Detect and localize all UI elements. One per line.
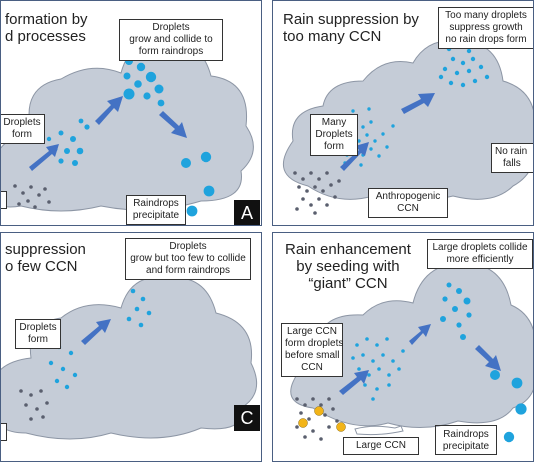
- droplets: [351, 282, 527, 443]
- panel-a-drawing: [1, 39, 254, 217]
- panel-d-bottom-label: Large CCN: [343, 437, 419, 455]
- cloud: [1, 276, 258, 440]
- panel-b-left-label: Many Droplets form: [310, 114, 358, 156]
- panel-c-letter: C: [234, 405, 260, 431]
- panel-d-drawing: [290, 262, 533, 443]
- cloud: [1, 39, 254, 212]
- panel-a-letter: A: [234, 200, 260, 225]
- panel-d: Rain enhancement by seeding with “giant”…: [272, 232, 534, 462]
- panel-c: suppression o few CCN Droplets grow but …: [0, 232, 262, 462]
- ccn-particles: [293, 171, 341, 215]
- panel-d-top-label: Large droplets collide more efficiently: [427, 239, 533, 269]
- panel-b: Rain suppression by too many CCN Too man…: [272, 0, 534, 226]
- panel-a-top-label: Droplets grow and collide to form raindr…: [119, 19, 223, 61]
- panel-c-drawing: [1, 276, 258, 440]
- panel-b-bottom-label: Anthropogenic CCN: [368, 188, 448, 218]
- panel-a-left-label: Droplets form: [1, 114, 45, 144]
- panel-c-left-label: Droplets form: [15, 319, 61, 349]
- airplane-icon: [354, 425, 404, 436]
- panel-c-edge-box: [1, 423, 7, 441]
- flow-arrows: [340, 93, 435, 171]
- ccn-particles: [19, 389, 49, 421]
- panel-c-top-label: Droplets grow but too few to collide and…: [125, 238, 251, 280]
- panel-a-bottom-label: Raindrops precipitate: [126, 195, 186, 225]
- flow-arrows: [29, 96, 187, 171]
- droplets: [329, 42, 490, 167]
- ccn-particles: [295, 397, 339, 441]
- panel-b-top-label: Too many droplets suppress growth no rai…: [438, 7, 533, 49]
- panel-c-title: suppression o few CCN: [5, 241, 86, 275]
- panel-d-right-label: Raindrops precipitate: [442, 429, 490, 452]
- panel-a-edge-box: [1, 191, 7, 209]
- flow-arrows: [81, 319, 111, 345]
- flow-arrows: [339, 324, 501, 395]
- panel-a: formation by d processes Droplets grow a…: [0, 0, 262, 226]
- panel-d-left-label: Large CCN form droplets before small CCN: [281, 323, 343, 377]
- panel-b-right-label: No rain falls: [491, 143, 533, 173]
- panel-b-title: Rain suppression by too many CCN: [283, 11, 419, 45]
- ccn-particles: [13, 184, 51, 209]
- panel-d-title: Rain enhancement by seeding with “giant”…: [285, 241, 411, 292]
- panel-a-title: formation by d processes: [5, 11, 88, 45]
- giant-ccn: [298, 406, 346, 432]
- panel-d-right-label-frame: [435, 425, 497, 455]
